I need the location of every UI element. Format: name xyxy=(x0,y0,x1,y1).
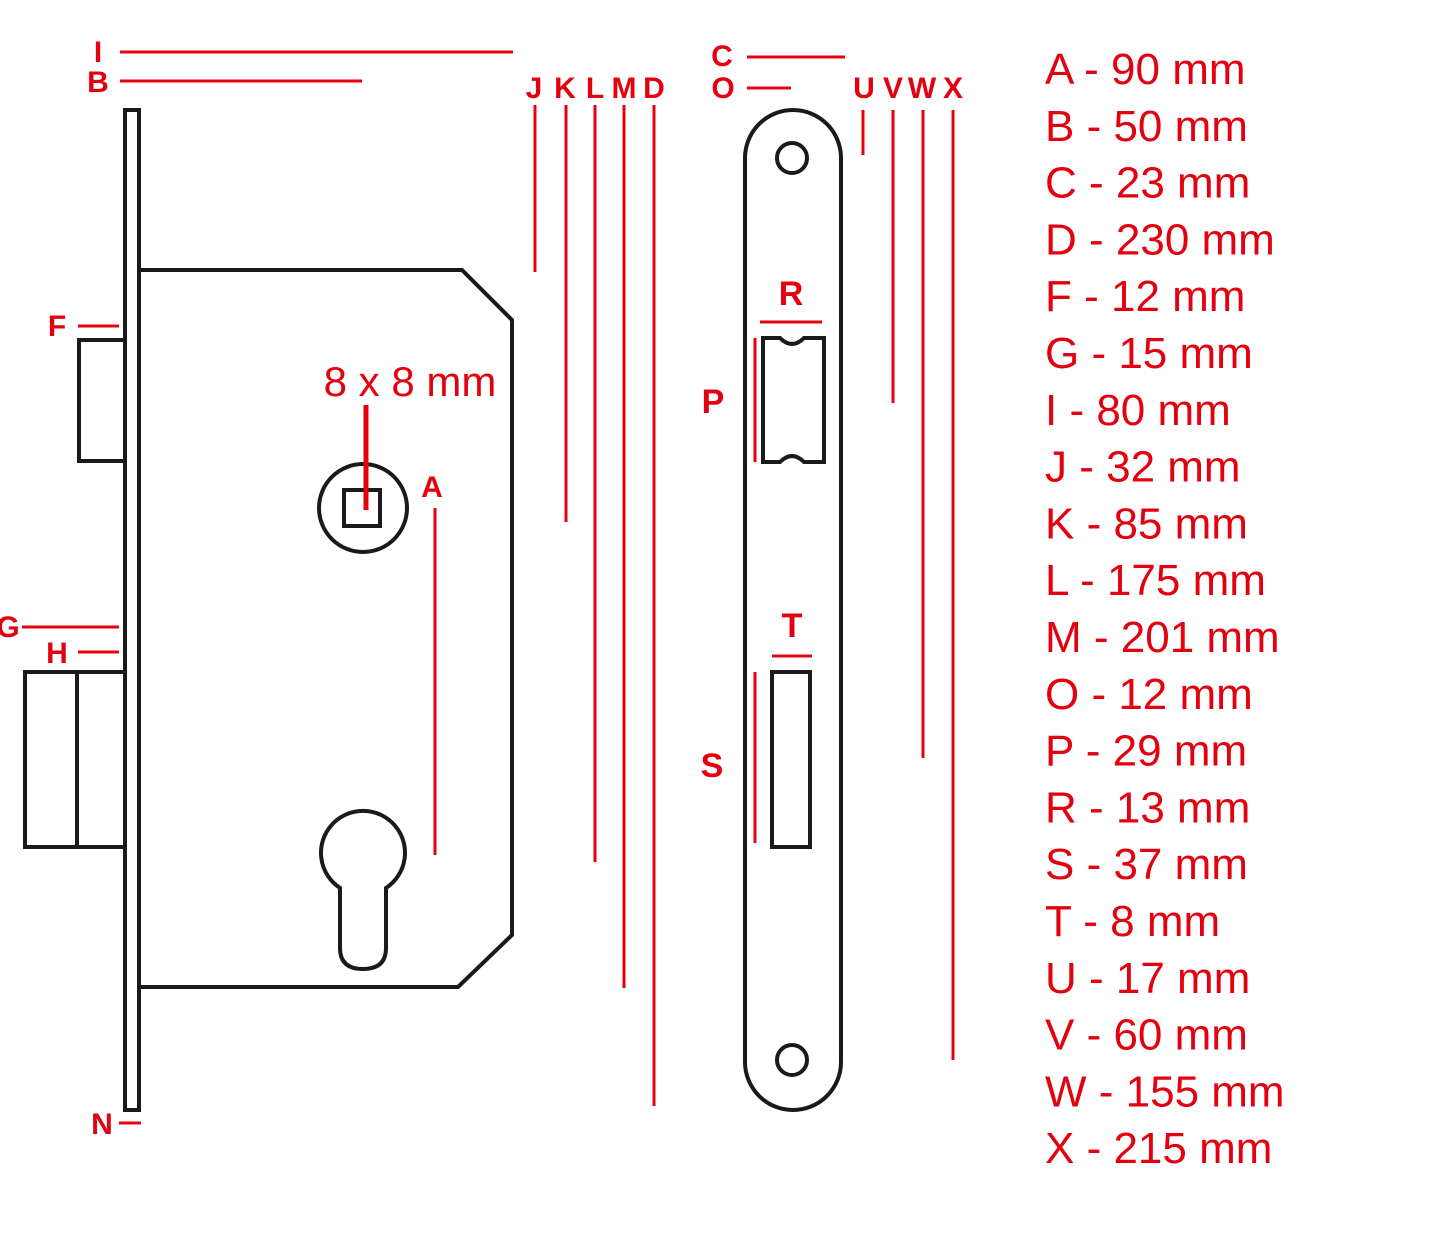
spec-item: J - 32 mm xyxy=(1045,443,1241,492)
label-J: J xyxy=(526,72,543,105)
label-M: M xyxy=(612,72,637,105)
label-N: N xyxy=(91,1108,113,1141)
spec-item: L - 175 mm xyxy=(1045,556,1266,605)
spec-item: F - 12 mm xyxy=(1045,272,1245,321)
spec-item: B - 50 mm xyxy=(1045,102,1248,151)
spec-item: R - 13 mm xyxy=(1045,783,1250,832)
label-K: K xyxy=(554,72,576,105)
dimension-lines xyxy=(22,50,955,1125)
spec-item: U - 17 mm xyxy=(1045,954,1250,1003)
label-T: T xyxy=(782,607,803,645)
screw-hole-top xyxy=(775,141,809,175)
follower-circle xyxy=(317,462,409,554)
spec-item: M - 201 mm xyxy=(1045,613,1280,662)
bolt-opening xyxy=(770,670,812,849)
label-U: U xyxy=(853,72,875,105)
label-F: F xyxy=(48,310,66,343)
forend-plate xyxy=(123,108,141,1112)
label-O: O xyxy=(711,72,734,105)
dimension-spec-list: A - 90 mm B - 50 mm C - 23 mm D - 230 mm F -… xyxy=(1045,45,1285,1173)
label-G: G xyxy=(0,611,20,644)
label-H: H xyxy=(46,637,68,670)
spec-item: G - 15 mm xyxy=(1045,329,1253,378)
label-I: I xyxy=(94,36,102,69)
spec-item: O - 12 mm xyxy=(1045,670,1253,719)
label-R: R xyxy=(779,275,804,313)
spec-item: P - 29 mm xyxy=(1045,727,1247,776)
label-A: A xyxy=(421,471,443,504)
lock-body xyxy=(23,108,514,1112)
spec-item: A - 90 mm xyxy=(1045,45,1246,94)
screw-hole-bottom xyxy=(775,1043,809,1077)
label-X: X xyxy=(943,72,963,105)
spec-item: K - 85 mm xyxy=(1045,499,1248,548)
latch-bolt xyxy=(77,338,127,463)
lock-case xyxy=(139,268,514,989)
spec-item: D - 230 mm xyxy=(1045,215,1275,264)
strike-plate xyxy=(743,108,843,1112)
spec-item: C - 23 mm xyxy=(1045,159,1250,208)
label-P: P xyxy=(702,383,725,421)
spec-item: I - 80 mm xyxy=(1045,386,1231,435)
label-C: C xyxy=(711,40,733,73)
label-D: D xyxy=(643,72,665,105)
cylinder-hole xyxy=(319,808,407,972)
spindle-size-label: 8 x 8 mm xyxy=(324,358,497,405)
label-S: S xyxy=(701,747,724,785)
strike-plate-outline xyxy=(743,108,843,1112)
spec-item: V - 60 mm xyxy=(1045,1011,1248,1060)
label-V: V xyxy=(883,72,903,105)
spec-item: X - 215 mm xyxy=(1045,1124,1272,1173)
dimension-labels: I B J K L M D C O U V W X F G H N A R P … xyxy=(0,36,963,1141)
spindle-square xyxy=(342,488,382,528)
latch-opening xyxy=(761,336,826,464)
label-W: W xyxy=(908,72,937,105)
spec-item: T - 8 mm xyxy=(1045,897,1220,946)
spec-item: W - 155 mm xyxy=(1045,1067,1285,1116)
label-B: B xyxy=(87,66,109,99)
label-L: L xyxy=(586,72,604,105)
spec-item: S - 37 mm xyxy=(1045,840,1248,889)
